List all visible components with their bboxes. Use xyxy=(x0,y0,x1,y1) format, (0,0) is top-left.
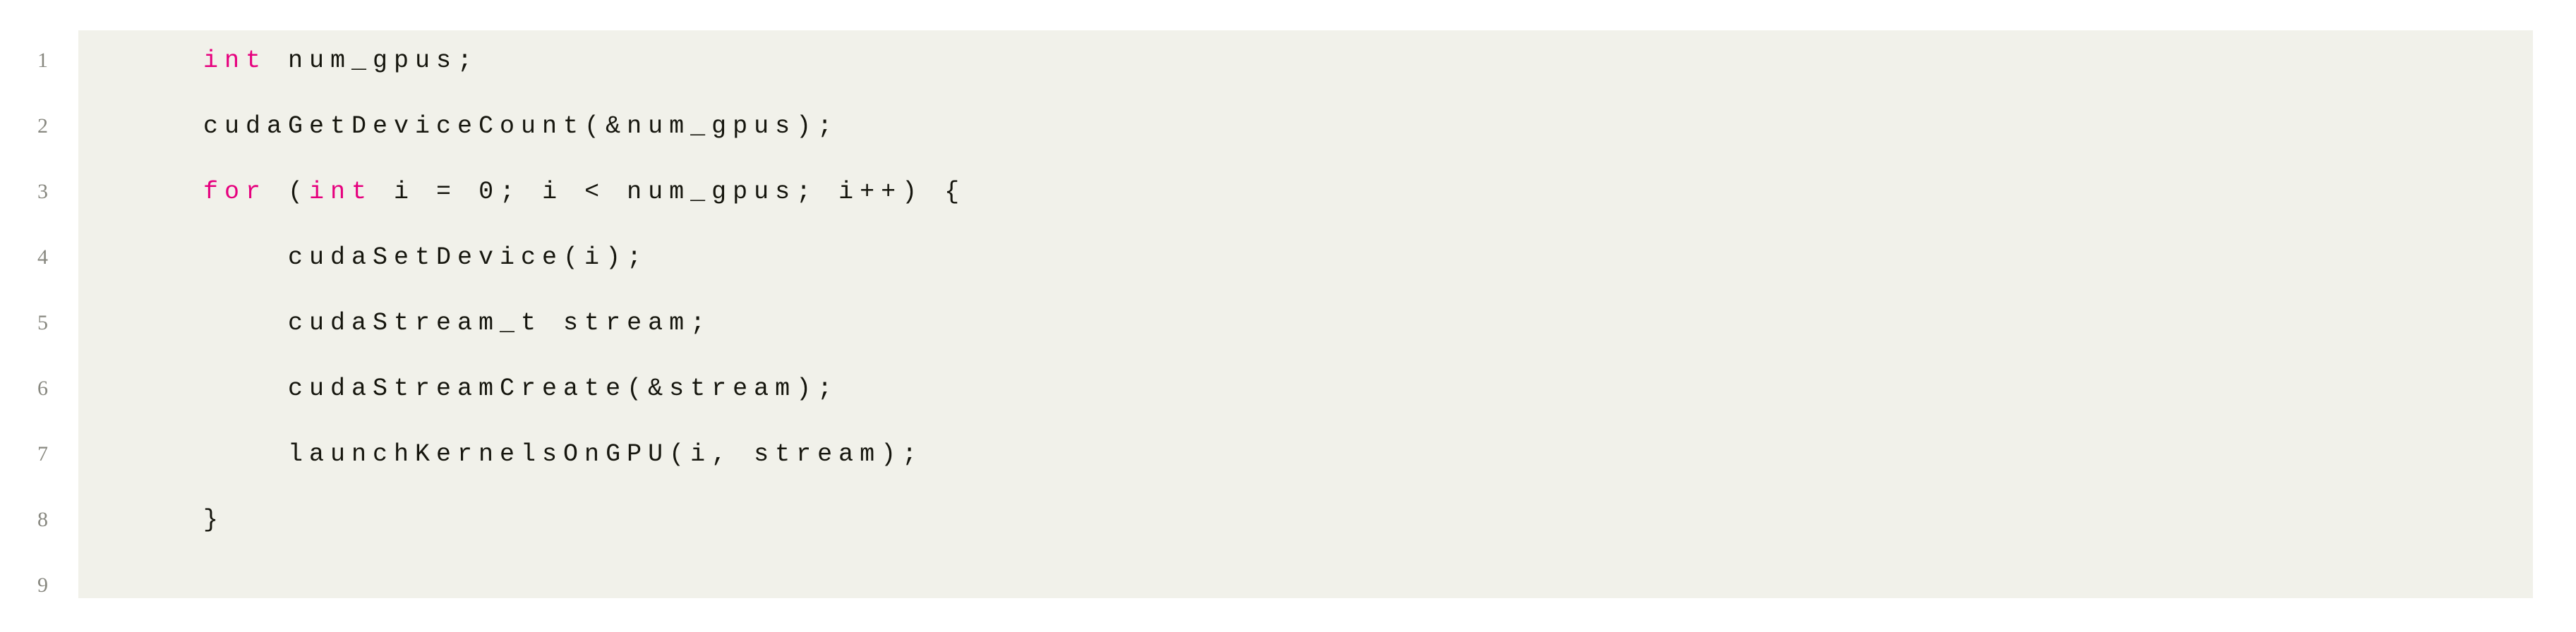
code-keyword: int xyxy=(309,178,373,206)
code-text: cudaStream_t stream; xyxy=(203,309,712,337)
code-text: ( xyxy=(267,178,310,206)
code-text: i = 0; i < num_gpus; i++) { xyxy=(373,178,966,206)
line-number: 2 xyxy=(37,114,48,138)
line-number: 1 xyxy=(37,49,48,72)
line-number: 9 xyxy=(37,573,48,597)
code-background-panel xyxy=(78,30,2533,598)
line-number-gutter: 1 2 3 4 5 6 7 8 9 xyxy=(0,30,48,598)
code-text: cudaStreamCreate(&stream); xyxy=(203,375,839,403)
code-keyword: for xyxy=(203,178,267,206)
code-text: cudaGetDeviceCount(&num_gpus); xyxy=(203,112,839,140)
code-line[interactable]: cudaStreamCreate(&stream); xyxy=(203,376,838,401)
code-line[interactable]: int num_gpus; xyxy=(203,48,479,73)
code-keyword: int xyxy=(203,47,267,75)
code-line[interactable]: for (int i = 0; i < num_gpus; i++) { xyxy=(203,179,965,205)
line-number: 6 xyxy=(37,377,48,400)
code-line[interactable] xyxy=(203,573,224,598)
line-number: 4 xyxy=(37,245,48,269)
code-line[interactable]: cudaGetDeviceCount(&num_gpus); xyxy=(203,114,838,139)
code-text: num_gpus; xyxy=(267,47,479,75)
line-number: 8 xyxy=(37,508,48,531)
code-text-area[interactable]: int num_gpus; cudaGetDeviceCount(&num_gpu… xyxy=(203,30,2525,598)
line-number: 3 xyxy=(37,180,48,203)
code-line[interactable]: launchKernelsOnGPU(i, stream); xyxy=(203,442,923,467)
line-number: 5 xyxy=(37,311,48,334)
code-text: launchKernelsOnGPU(i, stream); xyxy=(203,440,924,468)
code-text: } xyxy=(203,506,225,534)
line-number: 7 xyxy=(37,442,48,466)
code-text: cudaSetDevice(i); xyxy=(203,243,649,272)
code-line[interactable]: } xyxy=(203,507,224,533)
code-line[interactable]: cudaSetDevice(i); xyxy=(203,245,648,270)
code-line[interactable]: cudaStream_t stream; xyxy=(203,310,711,336)
